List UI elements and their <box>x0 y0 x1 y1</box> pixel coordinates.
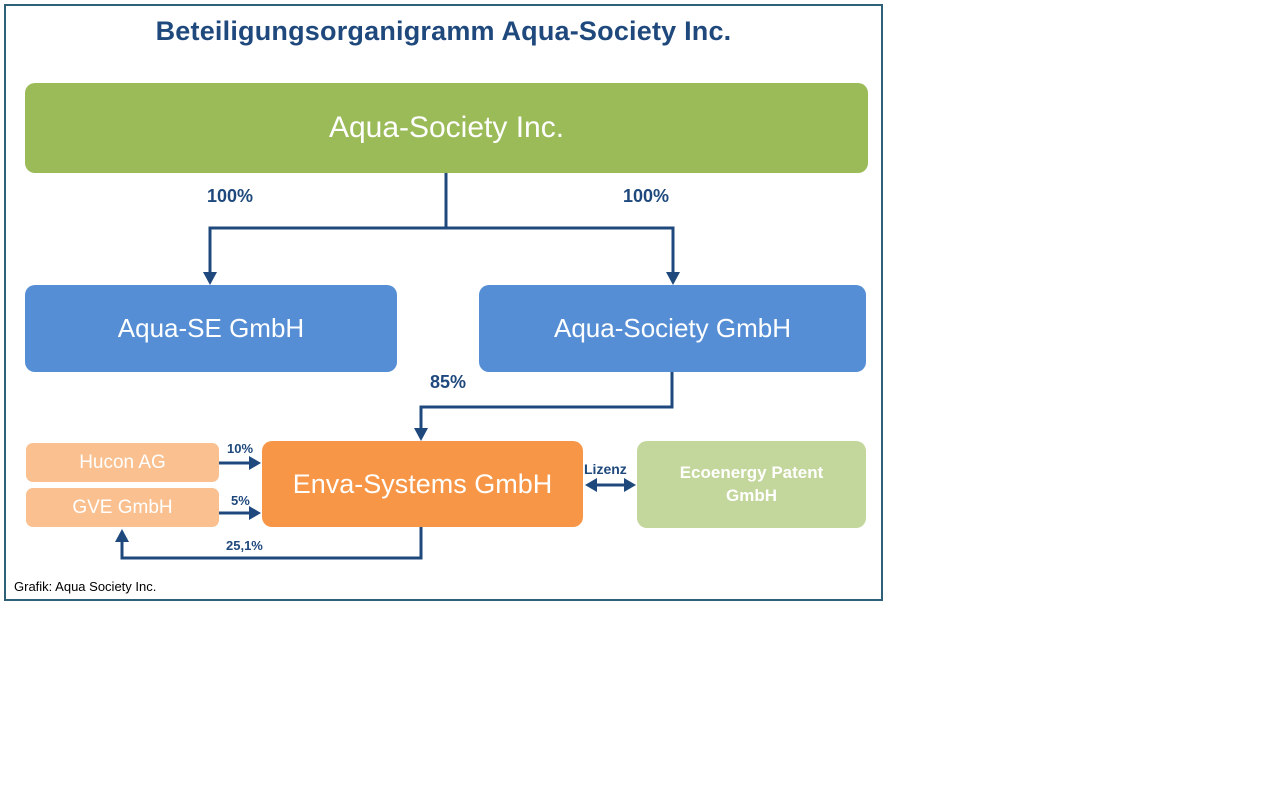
edge-label-5: 5% <box>231 493 250 508</box>
credit-text: Grafik: Aqua Society Inc. <box>14 579 157 594</box>
node-hucon-ag: Hucon AG <box>26 443 219 482</box>
node-aqua-se-gmbh: Aqua-SE GmbH <box>25 285 397 372</box>
edge-label-25-1: 25,1% <box>226 538 263 553</box>
node-gve-gmbh: GVE GmbH <box>26 488 219 527</box>
node-aqua-society-gmbh: Aqua-Society GmbH <box>479 285 866 372</box>
edge-label-85: 85% <box>430 372 467 392</box>
node-aqua-society-inc: Aqua-Society Inc. <box>25 83 868 173</box>
node-ecoenergy-patent-gmbh: Ecoenergy Patent GmbH <box>637 441 866 528</box>
edge-label-10: 10% <box>227 441 254 456</box>
node-enva-systems-gmbh: Enva-Systems GmbH <box>262 441 583 527</box>
edge-label-100-left: 100% <box>207 186 254 206</box>
chart-title: Beteiligungsorganigramm Aqua-Society Inc… <box>155 16 732 46</box>
edge-label-lizenz: Lizenz <box>584 461 627 477</box>
edge-label-100-right: 100% <box>623 186 670 206</box>
